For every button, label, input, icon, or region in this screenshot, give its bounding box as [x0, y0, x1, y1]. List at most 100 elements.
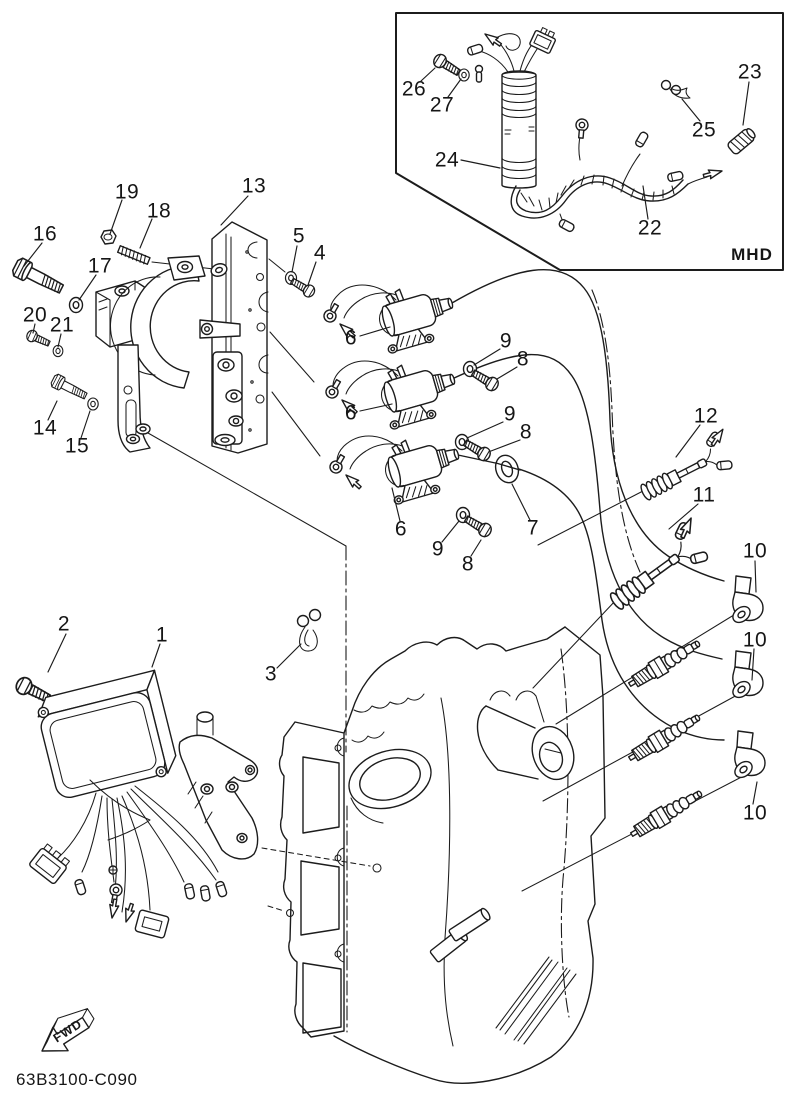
- ignition-coil-6: [377, 426, 468, 506]
- spark-plug-cap-10: [731, 730, 766, 782]
- bolt-16: [9, 255, 67, 299]
- part-label: 13: [241, 174, 267, 198]
- leader-line: [32, 323, 36, 334]
- wire-harness-22: [510, 117, 724, 234]
- bolt-14: [49, 372, 90, 403]
- leader-line: [681, 98, 701, 122]
- fwd-arrow: [41, 1008, 95, 1052]
- leader-line: [466, 421, 504, 439]
- inset-variant-label: MHD: [731, 245, 773, 264]
- leader-line: [668, 503, 699, 530]
- reference-lines: [140, 258, 756, 1033]
- boot-23: [727, 128, 756, 155]
- leader-line: [675, 424, 701, 458]
- ignition-lead-wires: [451, 269, 725, 741]
- spark-plug-cap-10: [729, 575, 764, 627]
- sensor-11: [598, 513, 719, 620]
- leader-line: [391, 487, 401, 522]
- leader-line: [80, 410, 91, 439]
- leader-line: [291, 245, 298, 273]
- spark-plug: [624, 634, 705, 694]
- leader-line: [78, 274, 97, 301]
- leader-line: [754, 560, 757, 593]
- part-label: 17: [87, 254, 113, 278]
- part-label: 10: [742, 628, 768, 652]
- part-label: 10: [742, 801, 768, 825]
- grommet-7: [494, 454, 521, 484]
- coil-connector: [529, 27, 556, 54]
- cdi-unit-group: [12, 608, 322, 939]
- part-label: 12: [693, 404, 719, 428]
- nut-19: [100, 229, 117, 245]
- rect-connector: [134, 909, 170, 939]
- engine-stud: [448, 907, 491, 942]
- part-label: 23: [737, 60, 763, 84]
- cdi-bracket: [178, 711, 259, 860]
- part-label: 18: [146, 199, 172, 223]
- engine-block-drawing: [261, 626, 606, 1084]
- part-label: 9: [431, 537, 445, 561]
- bolt-20: [24, 328, 53, 350]
- part-label: 6: [344, 326, 358, 350]
- lighting-coil-24: [466, 27, 556, 189]
- part-label: 3: [264, 662, 278, 686]
- leader-line: [490, 439, 521, 452]
- part-label: 15: [64, 434, 90, 458]
- leader-line: [420, 67, 436, 82]
- part-label: 11: [692, 483, 716, 507]
- leader-line: [447, 78, 462, 98]
- leader-line: [276, 643, 302, 669]
- part-label: 21: [49, 313, 75, 337]
- ignition-coils: [321, 275, 521, 540]
- leader-line: [511, 483, 531, 521]
- part-label: 4: [313, 241, 327, 265]
- leader-line: [57, 333, 62, 348]
- part-label: 9: [499, 329, 513, 353]
- inset-box: [395, 12, 784, 271]
- part-label: 1: [155, 623, 169, 647]
- washer-15: [87, 397, 99, 411]
- mount-boss: [476, 705, 499, 771]
- leader-line: [751, 648, 755, 681]
- leader-line: [220, 195, 249, 226]
- sensor-12: [632, 425, 743, 510]
- part-label: 7: [526, 516, 540, 540]
- leader-line: [359, 326, 391, 337]
- clip-3: [296, 608, 322, 652]
- spark-plug: [626, 784, 707, 844]
- leader-line: [496, 366, 518, 380]
- part-label: 27: [429, 93, 455, 117]
- coil-clamp-bracket: [95, 255, 241, 453]
- part-label: 9: [503, 402, 517, 426]
- part-label: 8: [516, 347, 530, 371]
- part-label: 2: [57, 612, 71, 636]
- leader-line: [307, 261, 317, 286]
- spark-system: [598, 425, 766, 844]
- leader-line: [139, 218, 153, 249]
- bolt-8: [468, 366, 502, 394]
- ignition-coil-6: [371, 275, 462, 355]
- bolt-4: [288, 274, 318, 300]
- washer-17: [68, 296, 84, 314]
- leader-line: [642, 185, 649, 220]
- part-label: 8: [461, 552, 475, 576]
- part-label: 16: [32, 222, 58, 246]
- leader-line: [109, 199, 123, 235]
- ignition-coil-6: [373, 351, 464, 431]
- diagram-part-code: 63B3100-C090: [16, 1070, 138, 1089]
- part-label: 20: [22, 303, 48, 327]
- bracket-assembly: [9, 221, 318, 454]
- spark-plug-cap-10: [729, 650, 764, 702]
- bolt-8: [461, 512, 495, 540]
- part-label: 8: [519, 420, 533, 444]
- spark-plug: [624, 708, 705, 768]
- part-label: 6: [344, 401, 358, 425]
- leader-line: [151, 643, 161, 668]
- stud-18: [116, 244, 151, 266]
- part-label: 25: [691, 118, 717, 142]
- cdi-unit-1: [37, 669, 177, 798]
- leader-line: [473, 348, 501, 366]
- exhaust-ribs: [495, 956, 577, 1045]
